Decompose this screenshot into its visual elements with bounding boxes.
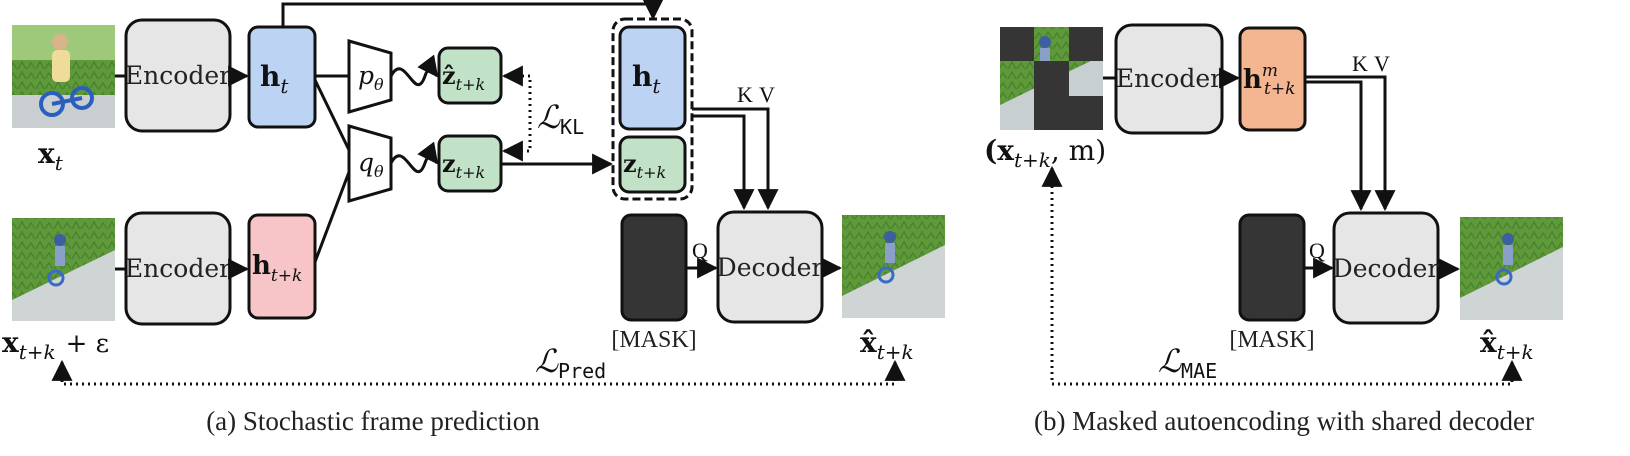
masked-input-label: (xt+k, m) <box>984 134 1106 172</box>
p-theta-label: pθ <box>358 61 384 94</box>
zhat-box <box>437 46 503 105</box>
loss-kl-label: ℒKL <box>537 98 584 139</box>
mask-token-box <box>620 213 688 322</box>
edge-ht-skip <box>281 0 664 27</box>
ht-label: ht <box>260 60 289 98</box>
edge-concat-v <box>692 107 779 211</box>
encoder-top-label: Encoder <box>125 61 231 90</box>
loss-pred-label: ℒPred <box>535 342 606 383</box>
concat-z-box <box>618 135 687 194</box>
q-theta-label: qθ <box>358 148 384 181</box>
q-label-b: Q <box>1309 238 1325 263</box>
v-label-b: V <box>1374 51 1390 76</box>
concat-ht-box <box>618 25 687 131</box>
frame-xtk-image <box>12 218 115 321</box>
mask-label: [MASK] <box>611 327 696 353</box>
concat-z-label: zt+k <box>623 149 666 182</box>
edge-kl <box>501 65 532 162</box>
encoder-bottom-label: Encoder <box>125 254 231 283</box>
edge-h-v <box>1305 75 1396 212</box>
frame-xhat-image <box>842 215 945 318</box>
mask-token-b-box <box>1238 213 1306 322</box>
frame-xt-image <box>12 25 115 128</box>
label-xt: xt <box>38 137 64 175</box>
z-label: zt+k <box>442 149 485 182</box>
masked-input-image <box>1000 27 1103 130</box>
mask-label-b: [MASK] <box>1229 327 1314 353</box>
edge-q-z <box>389 141 439 173</box>
decoder-b-label: Decoder <box>1333 254 1440 283</box>
encoder-b-label: Encoder <box>1116 64 1222 93</box>
frame-xhat-b-image <box>1460 217 1563 320</box>
panel-a: xt xt+k+ ε Encoder Encoder ht ht+k <box>2 0 945 436</box>
htk-label: ht+k <box>252 251 302 286</box>
hm-box <box>1238 26 1307 132</box>
edge-h-k <box>1305 80 1372 212</box>
v-label: V <box>759 82 775 107</box>
edge-ht-q <box>313 79 351 151</box>
label-xhat: x̂t+k <box>860 326 914 364</box>
edge-concat-k <box>692 114 755 211</box>
caption-b: (b) Masked autoencoding with shared deco… <box>1034 406 1534 436</box>
edge-loss-mae <box>1041 165 1523 386</box>
edge-p-zhat <box>389 54 439 86</box>
k-label: K <box>737 82 753 107</box>
zhat-label: ẑt+k <box>442 61 485 94</box>
label-xtk: xt+k+ ε <box>2 326 109 364</box>
caption-a: (a) Stochastic frame prediction <box>206 406 540 436</box>
p-theta-network <box>347 39 393 114</box>
htk-box <box>247 213 317 320</box>
edge-loss-pred <box>51 359 906 386</box>
q-theta-network <box>347 124 393 203</box>
edge-htk-q <box>313 171 351 263</box>
k-label-b: K <box>1352 51 1368 76</box>
q-label: Q <box>692 238 708 263</box>
label-xhat-b: x̂t+k <box>1480 326 1534 364</box>
decoder-label: Decoder <box>717 253 824 282</box>
concat-ht-label: ht <box>632 60 661 98</box>
loss-mae-label: ℒMAE <box>1158 342 1217 383</box>
